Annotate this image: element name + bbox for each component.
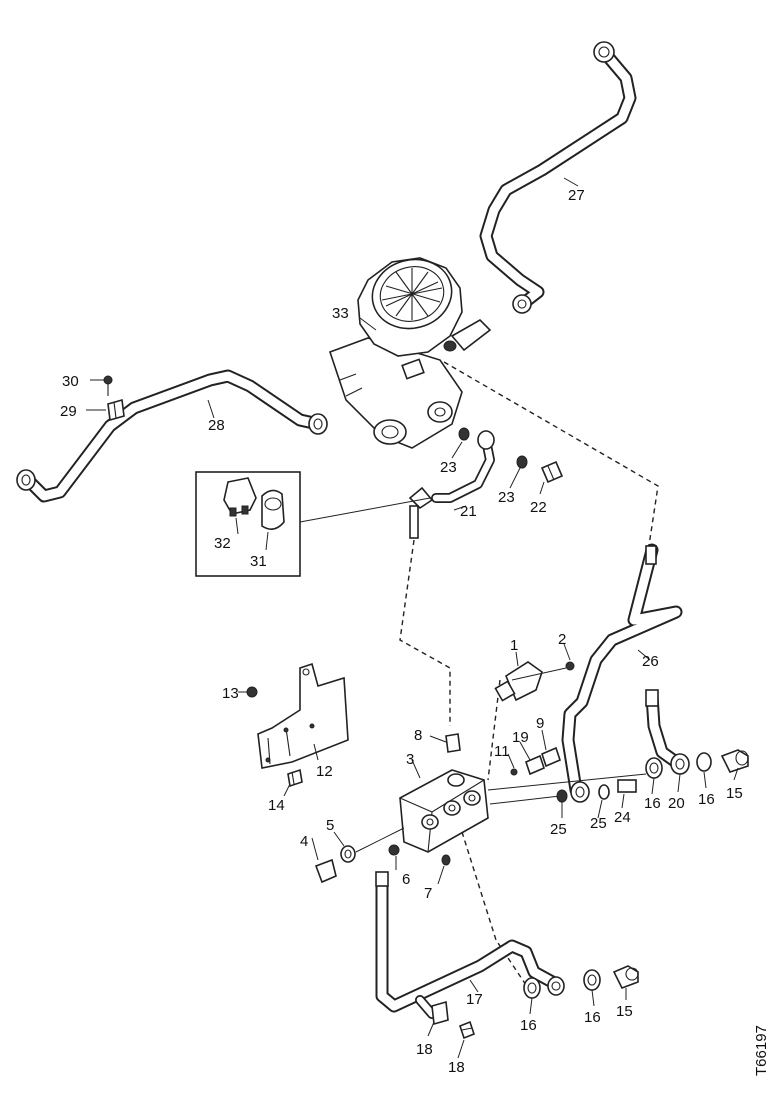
- label-5: 5: [326, 817, 334, 834]
- label-1: 1: [510, 637, 518, 654]
- label-15b: 15: [616, 1003, 633, 1020]
- label-29: 29: [60, 403, 77, 420]
- pipe-17: [375, 871, 563, 1019]
- seal-23a: [458, 427, 470, 441]
- clamp-18: [431, 1000, 475, 1040]
- label-30: 30: [62, 373, 79, 390]
- label-26: 26: [642, 653, 659, 670]
- label-25b: 25: [590, 815, 607, 832]
- parts-9-11-19: [510, 746, 561, 776]
- label-27: 27: [568, 187, 585, 204]
- fitting-29: [107, 398, 125, 422]
- manifold-3: [399, 769, 647, 853]
- label-8: 7: [424, 885, 432, 902]
- label-24: 24: [614, 809, 631, 826]
- fittings-row-upper: [556, 749, 749, 803]
- label-16b: 16: [698, 791, 715, 808]
- label-15a: 15: [726, 785, 743, 802]
- label-4: 4: [300, 833, 308, 850]
- pipe-28: [16, 369, 328, 503]
- pipe-26: [561, 543, 683, 797]
- label-16d: 16: [584, 1009, 601, 1026]
- label-11: 11: [494, 743, 510, 760]
- label-32: 32: [214, 535, 231, 552]
- bracket-12: [257, 662, 349, 769]
- label-22: 22: [530, 499, 547, 516]
- label-leaders: [86, 177, 739, 1059]
- label-13: 13: [222, 685, 239, 702]
- dashed-leaders: [399, 361, 659, 989]
- label-2: 2: [558, 631, 566, 648]
- callout-box: [195, 471, 431, 577]
- fitting-22: [540, 460, 564, 484]
- component-33: [328, 257, 492, 449]
- label-21: 21: [460, 503, 477, 520]
- parts-4-5-7-8: [314, 827, 451, 884]
- label-28: 28: [208, 417, 225, 434]
- label-20: 20: [668, 795, 685, 812]
- label-23a: 23: [440, 459, 457, 476]
- pipe-27: [479, 41, 637, 314]
- label-7: 6: [402, 871, 410, 888]
- drawing-number: T66197: [753, 1025, 770, 1076]
- label-25a: 25: [550, 821, 567, 838]
- fittings-row-lower: [523, 965, 639, 999]
- pipe-short-right: [645, 689, 683, 769]
- label-33: 33: [332, 305, 349, 322]
- fitting-21: [408, 430, 495, 539]
- label-6: 8: [414, 727, 422, 744]
- part-labels: 27 33 30 29 28 23 23 22 21 32 31 1 2 26 …: [60, 187, 770, 1076]
- bolt-14: [287, 768, 303, 788]
- label-14: 14: [268, 797, 285, 814]
- label-23b: 23: [498, 489, 515, 506]
- nut-13: [246, 686, 258, 698]
- label-31: 31: [250, 553, 267, 570]
- seal-23b: [516, 455, 528, 469]
- label-16a: 16: [644, 795, 661, 812]
- label-16c: 16: [520, 1017, 537, 1034]
- label-18b: 18: [448, 1059, 465, 1076]
- label-12: 12: [316, 763, 333, 780]
- label-19: 19: [512, 729, 529, 746]
- label-9: 9: [536, 715, 544, 732]
- bolt-30: [103, 375, 113, 396]
- label-3: 3: [406, 751, 414, 768]
- label-17: 17: [466, 991, 483, 1008]
- screw-2: [565, 661, 575, 671]
- fitting-6: [445, 733, 461, 753]
- label-18a: 18: [416, 1041, 433, 1058]
- valve-1: [494, 661, 567, 702]
